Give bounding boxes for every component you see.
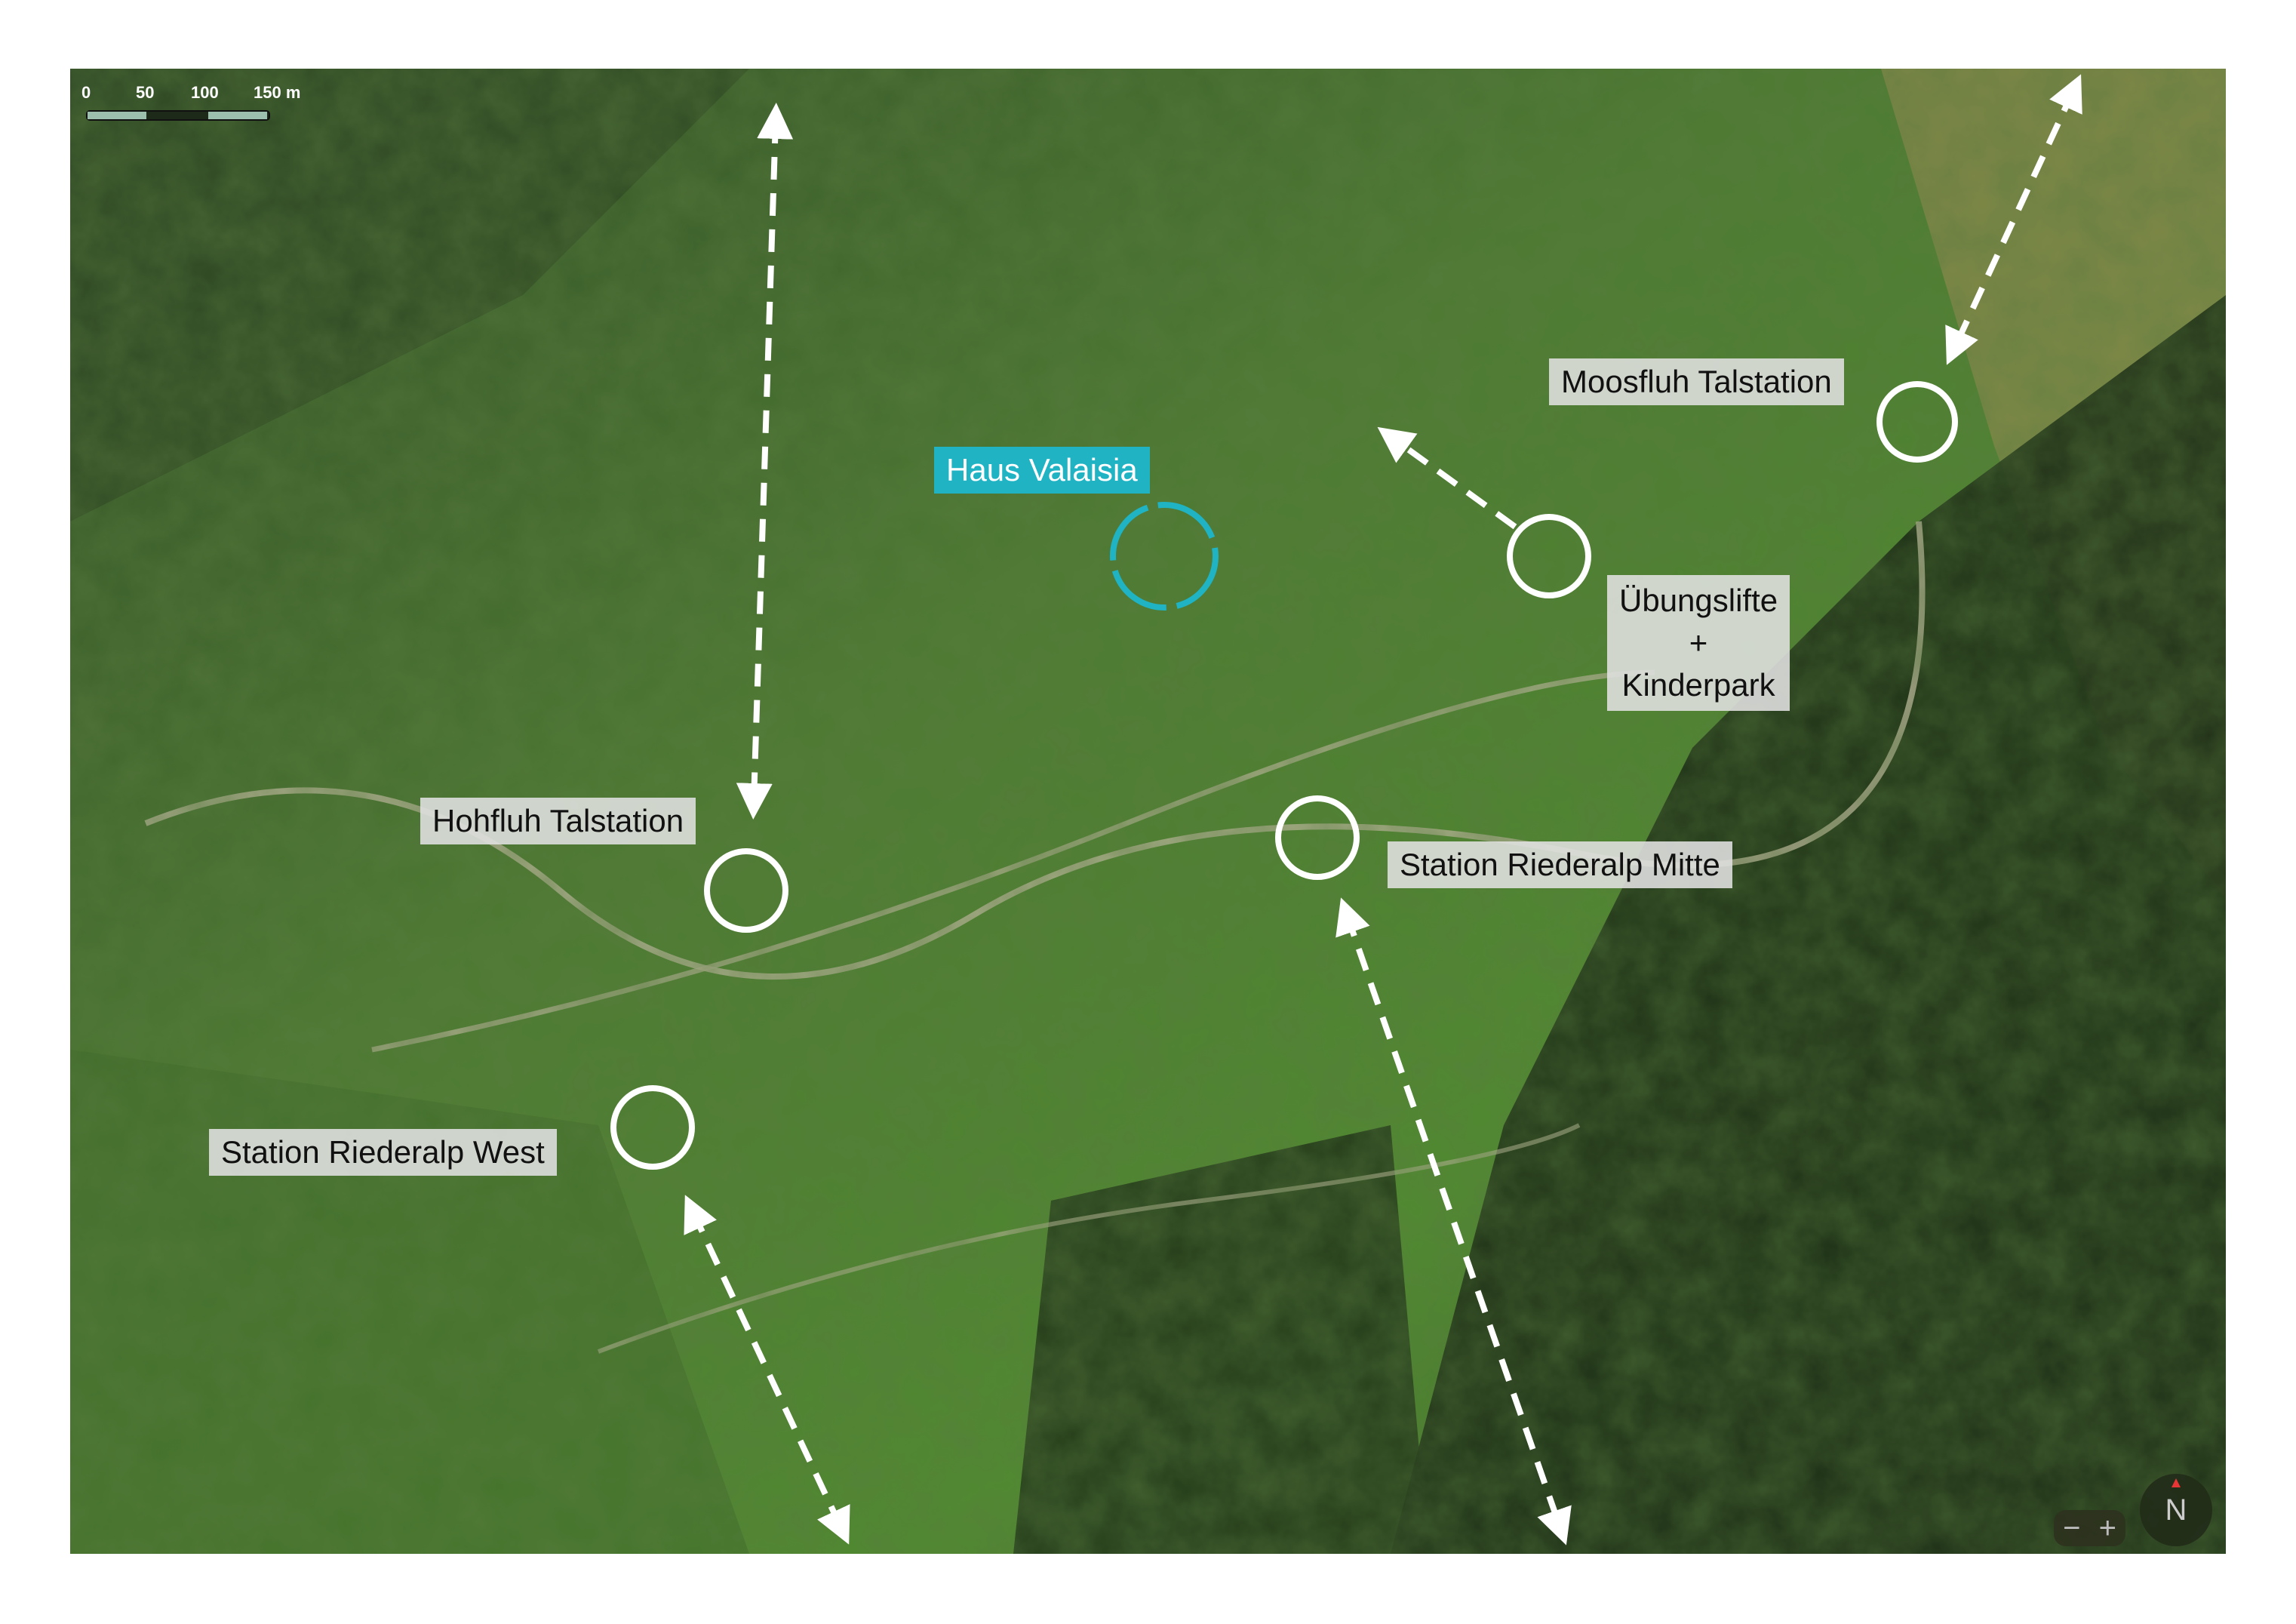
hohfluh-marker[interactable] bbox=[704, 848, 788, 933]
scale-bar-labels: 0 50 100 150 m bbox=[81, 83, 323, 104]
label-haus-valaisia: Haus Valaisia bbox=[934, 447, 1150, 494]
moosfluh-marker[interactable] bbox=[1876, 381, 1958, 463]
label-line: + bbox=[1689, 625, 1708, 660]
zoom-in-button[interactable]: + bbox=[2098, 1511, 2116, 1545]
haus-valaisia-marker[interactable] bbox=[1110, 502, 1219, 611]
mitte-marker[interactable] bbox=[1275, 795, 1360, 880]
label-hohfluh-talstation: Hohfluh Talstation bbox=[420, 798, 696, 844]
lift-line-west bbox=[684, 1195, 850, 1545]
lift-line-hohfluh bbox=[736, 103, 794, 820]
scale-tick: 100 bbox=[191, 83, 219, 102]
north-needle-icon bbox=[2172, 1478, 2181, 1487]
label-uebungslifte: Übungslifte + Kinderpark bbox=[1607, 575, 1790, 711]
lift-line-uebungslift bbox=[1377, 426, 1517, 530]
zoom-control: − + bbox=[2054, 1510, 2125, 1546]
lift-line-mitte bbox=[1335, 897, 1572, 1546]
west-marker[interactable] bbox=[610, 1085, 695, 1170]
label-line: Übungslifte bbox=[1619, 583, 1778, 618]
label-moosfluh-talstation: Moosfluh Talstation bbox=[1549, 358, 1844, 405]
zoom-out-button[interactable]: − bbox=[2063, 1511, 2081, 1545]
label-line: Kinderpark bbox=[1621, 667, 1775, 703]
scale-tick: 150 m bbox=[254, 83, 301, 102]
scale-tick: 50 bbox=[136, 83, 155, 102]
scale-bar bbox=[86, 110, 270, 121]
scale-tick: 0 bbox=[81, 83, 91, 102]
lift-line-moosfluh bbox=[1945, 74, 2082, 365]
compass-button[interactable]: N bbox=[2140, 1474, 2212, 1546]
label-station-riederalp-west: Station Riederalp West bbox=[209, 1129, 557, 1176]
label-station-riederalp-mitte: Station Riederalp Mitte bbox=[1388, 841, 1732, 888]
compass-label: N bbox=[2165, 1493, 2187, 1527]
uebungslifte-marker[interactable] bbox=[1507, 514, 1591, 598]
